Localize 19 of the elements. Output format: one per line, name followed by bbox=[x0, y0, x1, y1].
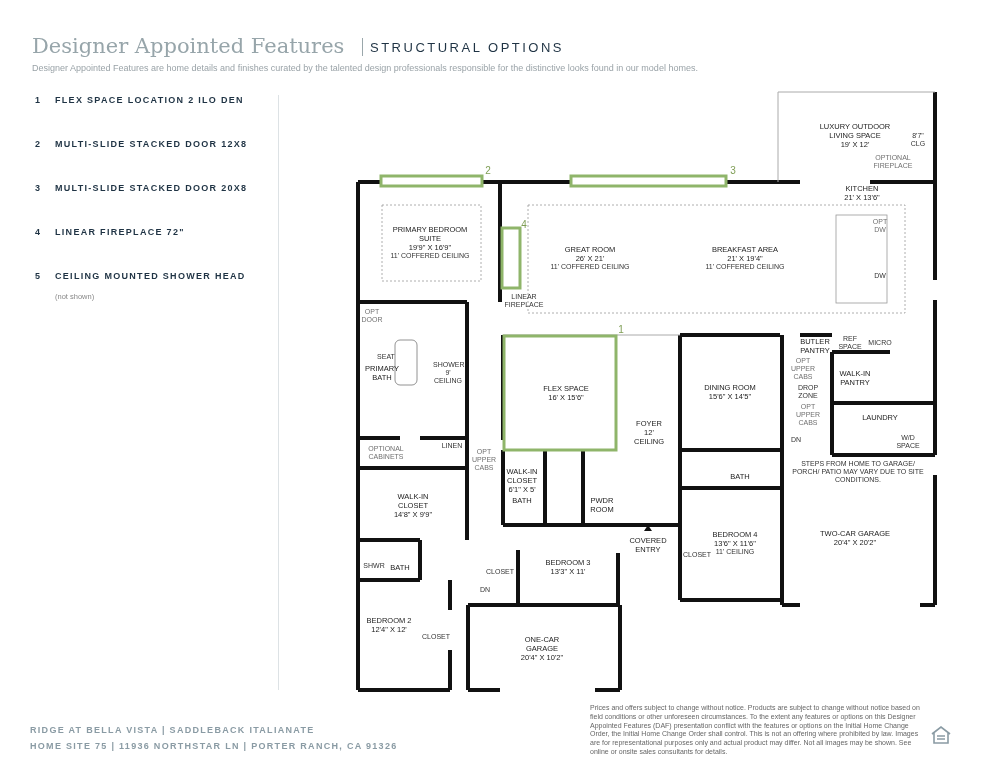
list-number: 2 bbox=[35, 139, 42, 149]
footer-text: HOME SITE 75 | 11936 NORTHSTAR LN | PORTER RANCH, CA 91326 bbox=[30, 741, 398, 751]
subtitle: STRUCTURAL OPTIONS bbox=[370, 39, 565, 55]
list-item: MULTI-SLIDE STACKED DOOR 20X8 bbox=[55, 183, 248, 193]
footer-text: RIDGE AT BELLA VISTA | SADDLEBACK ITALIANATE bbox=[30, 725, 315, 735]
callout-number: 1 bbox=[618, 323, 624, 335]
list-item: MULTI-SLIDE STACKED DOOR 12X8 bbox=[55, 139, 248, 149]
title: Designer Appointed Features bbox=[32, 34, 345, 58]
list-number: 5 bbox=[35, 271, 42, 281]
list-item: CEILING MOUNTED SHOWER HEAD bbox=[55, 271, 246, 281]
list-item: FLEX SPACE LOCATION 2 ILO DEN bbox=[55, 95, 244, 105]
list-number: 3 bbox=[35, 183, 42, 193]
list-number: 4 bbox=[35, 227, 42, 237]
callout-number: 4 bbox=[521, 218, 527, 230]
description: Designer Appointed Features are home details and finishes curated by the talented design professionals responsible for the distinctive looks found in our model homes. bbox=[32, 63, 698, 73]
callout-number: 2 bbox=[485, 164, 491, 176]
list-number: 1 bbox=[35, 95, 42, 105]
callout-number: 3 bbox=[730, 164, 736, 176]
list-item: LINEAR FIREPLACE 72" bbox=[55, 227, 185, 237]
